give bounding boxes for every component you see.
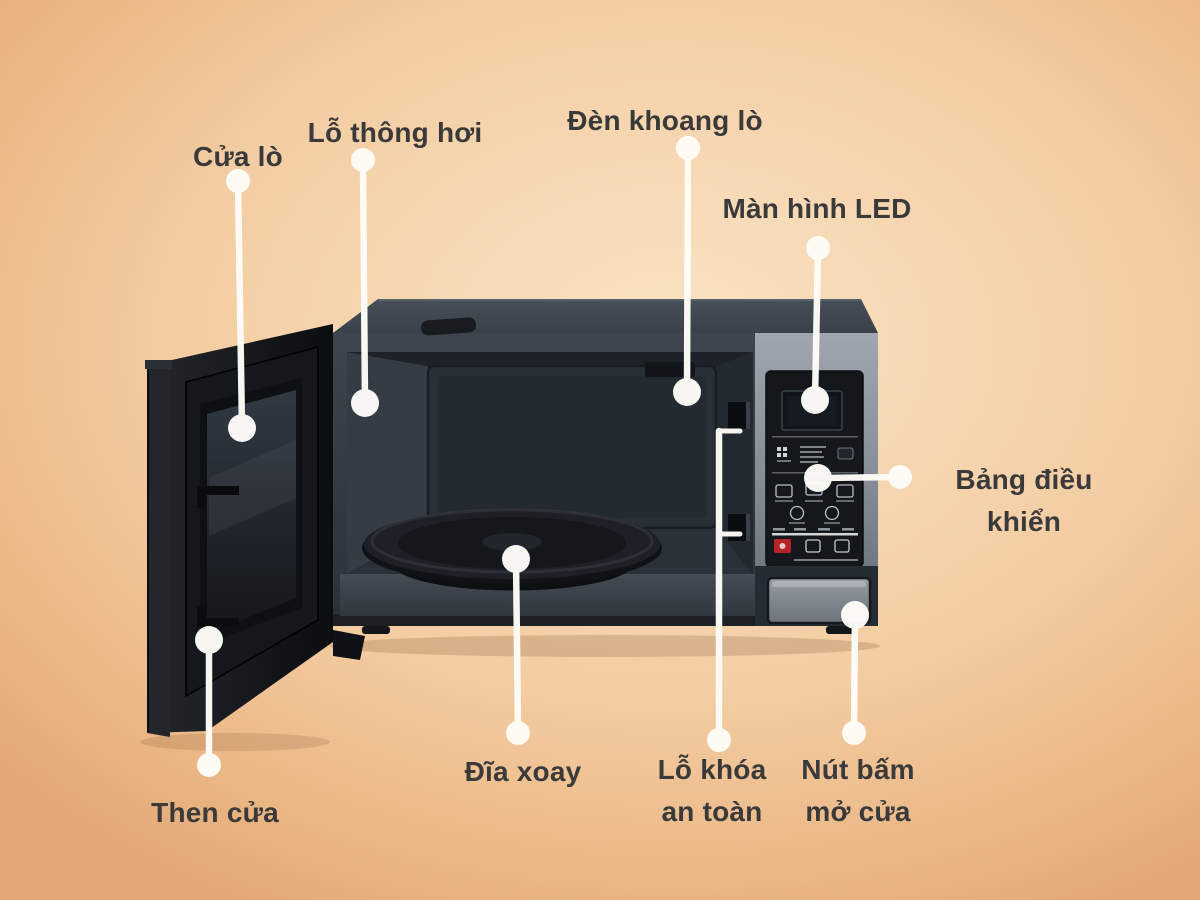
label-control-panel: Bảng điều khiển <box>955 464 1093 537</box>
cavity-lamp-slot <box>645 362 695 377</box>
label-open-button: Nút bấm mở cửa <box>801 754 915 827</box>
cavity-back-panel-inner <box>438 376 706 518</box>
callout-safety-lock <box>707 427 743 752</box>
cabinet-base-band <box>333 614 878 626</box>
panel-bottom-keys <box>774 539 858 561</box>
label-door: Cửa lò <box>193 141 283 172</box>
callout-lamp <box>673 136 701 406</box>
cabinet-foot-right <box>826 626 854 634</box>
door-bottom-hinge <box>333 630 365 660</box>
callout-turntable <box>502 545 530 745</box>
door-top-hinge <box>421 317 477 336</box>
door-shadow <box>140 733 330 751</box>
door-front-edge <box>147 362 170 737</box>
callouts <box>195 136 912 777</box>
cabinet-top-face <box>333 299 878 333</box>
cabinet-foot-left <box>362 626 390 634</box>
door-window-glass <box>207 390 296 634</box>
door-latch-hooks <box>197 486 239 627</box>
oven-door <box>145 317 477 737</box>
callout-control-panel <box>804 464 912 492</box>
label-led-display: Màn hình LED <box>722 193 912 224</box>
door-open-button-highlight <box>772 581 866 587</box>
turntable-hub <box>482 533 542 551</box>
callout-vent <box>351 148 379 417</box>
body-shadow <box>330 635 880 657</box>
callout-door <box>226 169 256 442</box>
label-vent: Lỗ thông hơi <box>307 117 483 148</box>
label-turntable: Đĩa xoay <box>464 756 582 787</box>
door-edge-cap <box>145 360 172 369</box>
panel-divider-line <box>772 533 858 536</box>
callout-led-display <box>801 236 830 414</box>
callout-door-latch <box>195 626 223 777</box>
label-safety-lock: Lỗ khóa an toàn <box>657 754 767 827</box>
label-cavity-lamp: Đèn khoang lò <box>567 105 763 136</box>
panel-function-icons <box>775 482 854 524</box>
label-door-latch: Then cửa <box>151 797 279 828</box>
panel-mini-keys <box>773 528 854 531</box>
door-glass-sheen <box>209 440 296 536</box>
callout-open-button <box>841 601 869 745</box>
